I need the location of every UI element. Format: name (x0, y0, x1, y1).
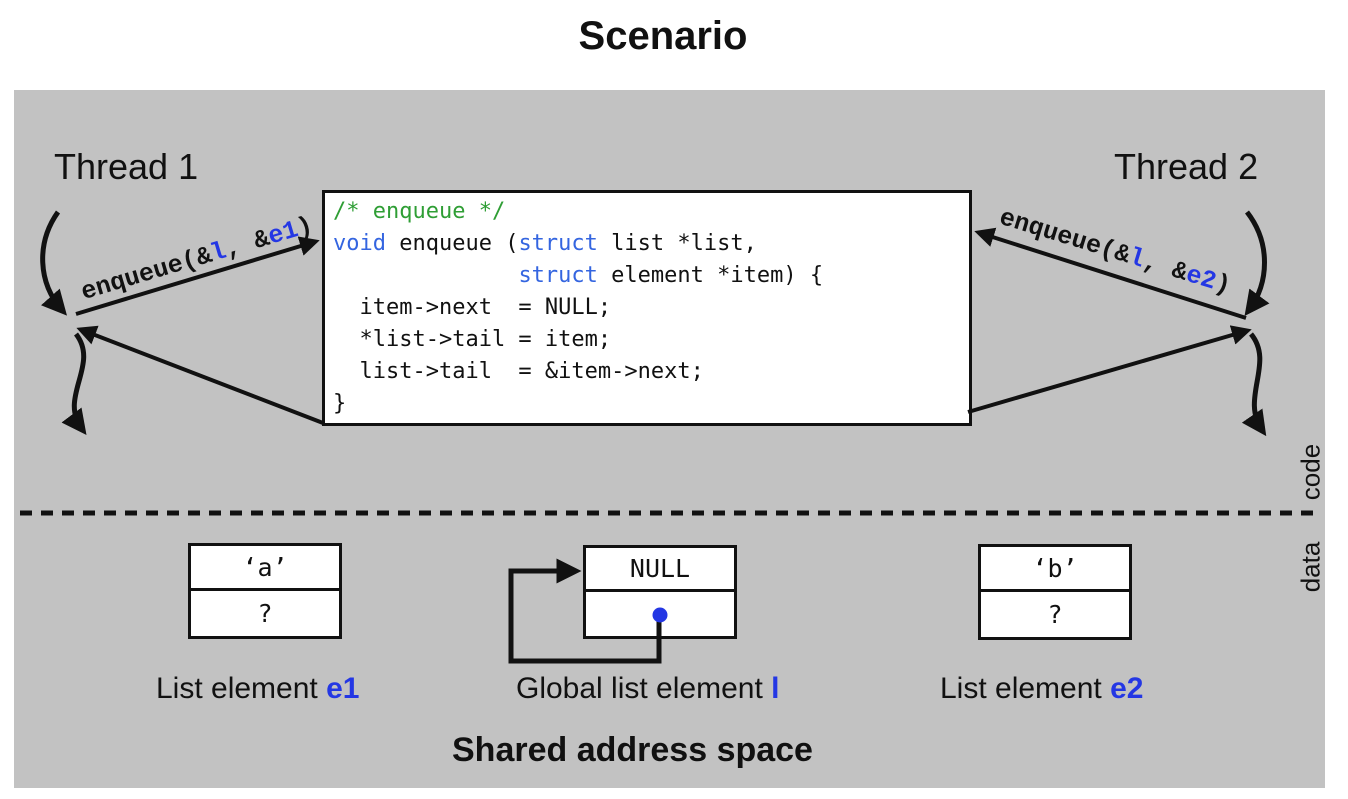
global-list-element-box: NULL (583, 545, 737, 639)
global-head-cell: NULL (586, 548, 734, 592)
e2-next-cell: ? (1047, 600, 1063, 629)
e1-value-cell: ‘a’ (191, 546, 339, 591)
list-element-e2-label: List element e2 (940, 672, 1144, 705)
code-line-signature-1: void enqueue (struct list *list, (333, 231, 757, 256)
page-title: Scenario (578, 14, 748, 58)
global-list-element-label: Global list element l (516, 672, 780, 705)
thread-2-label: Thread 2 (1114, 146, 1259, 187)
code-line-comment: /* enqueue */ (333, 199, 506, 224)
code-line-body-3: list->tail = &item->next; (333, 359, 704, 384)
e1-next-cell: ? (257, 599, 273, 628)
code-line-body-1: item->next = NULL; (333, 295, 612, 320)
code-line-body-2: *list->tail = item; (333, 327, 612, 352)
code-line-signature-2: struct element *item) { (518, 263, 824, 288)
list-element-e1-label: List element e1 (156, 672, 360, 705)
global-tail-cell (586, 592, 734, 636)
list-element-e1-box: ‘a’ ? (188, 543, 342, 639)
thread-1-label: Thread 1 (54, 146, 199, 187)
e2-value-cell: ‘b’ (981, 547, 1129, 592)
shared-address-space-label: Shared address space (452, 731, 813, 769)
code-line-close-brace: } (333, 391, 347, 416)
code-region-label: code (1295, 443, 1326, 501)
data-region-label: data (1295, 541, 1326, 593)
enqueue-code-box: /* enqueue */ void enqueue (struct list … (322, 190, 972, 426)
list-element-e2-box: ‘b’ ? (978, 544, 1132, 640)
